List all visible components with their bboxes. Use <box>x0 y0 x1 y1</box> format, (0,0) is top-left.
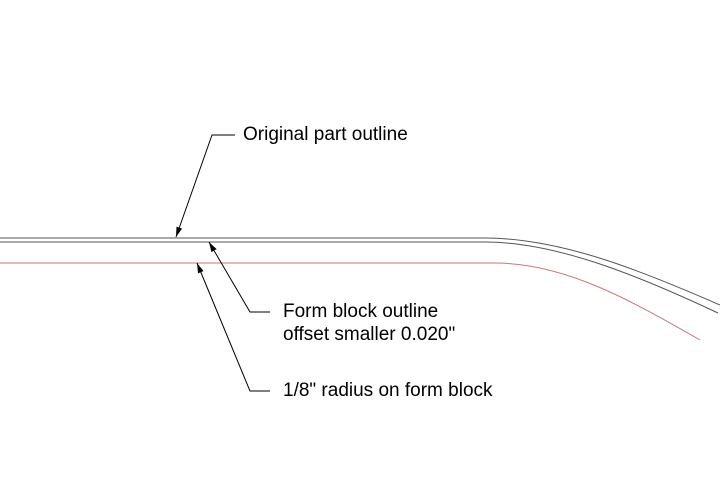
leader-radius <box>196 262 270 392</box>
label-form-block-line1: Form block outline <box>283 301 439 322</box>
label-form-block-line2: offset smaller 0.020" <box>283 324 456 345</box>
original-part-outline-lower <box>0 241 719 314</box>
label-original-part-outline: Original part outline <box>243 124 408 145</box>
form-block-outline <box>0 262 701 341</box>
label-form-block-outline: Form block outline offset smaller 0.020" <box>283 300 455 346</box>
leader-original-part <box>175 134 235 238</box>
leader-form-block <box>208 241 270 313</box>
original-part-outline-upper <box>0 237 720 306</box>
label-radius: 1/8" radius on form block <box>283 380 493 401</box>
